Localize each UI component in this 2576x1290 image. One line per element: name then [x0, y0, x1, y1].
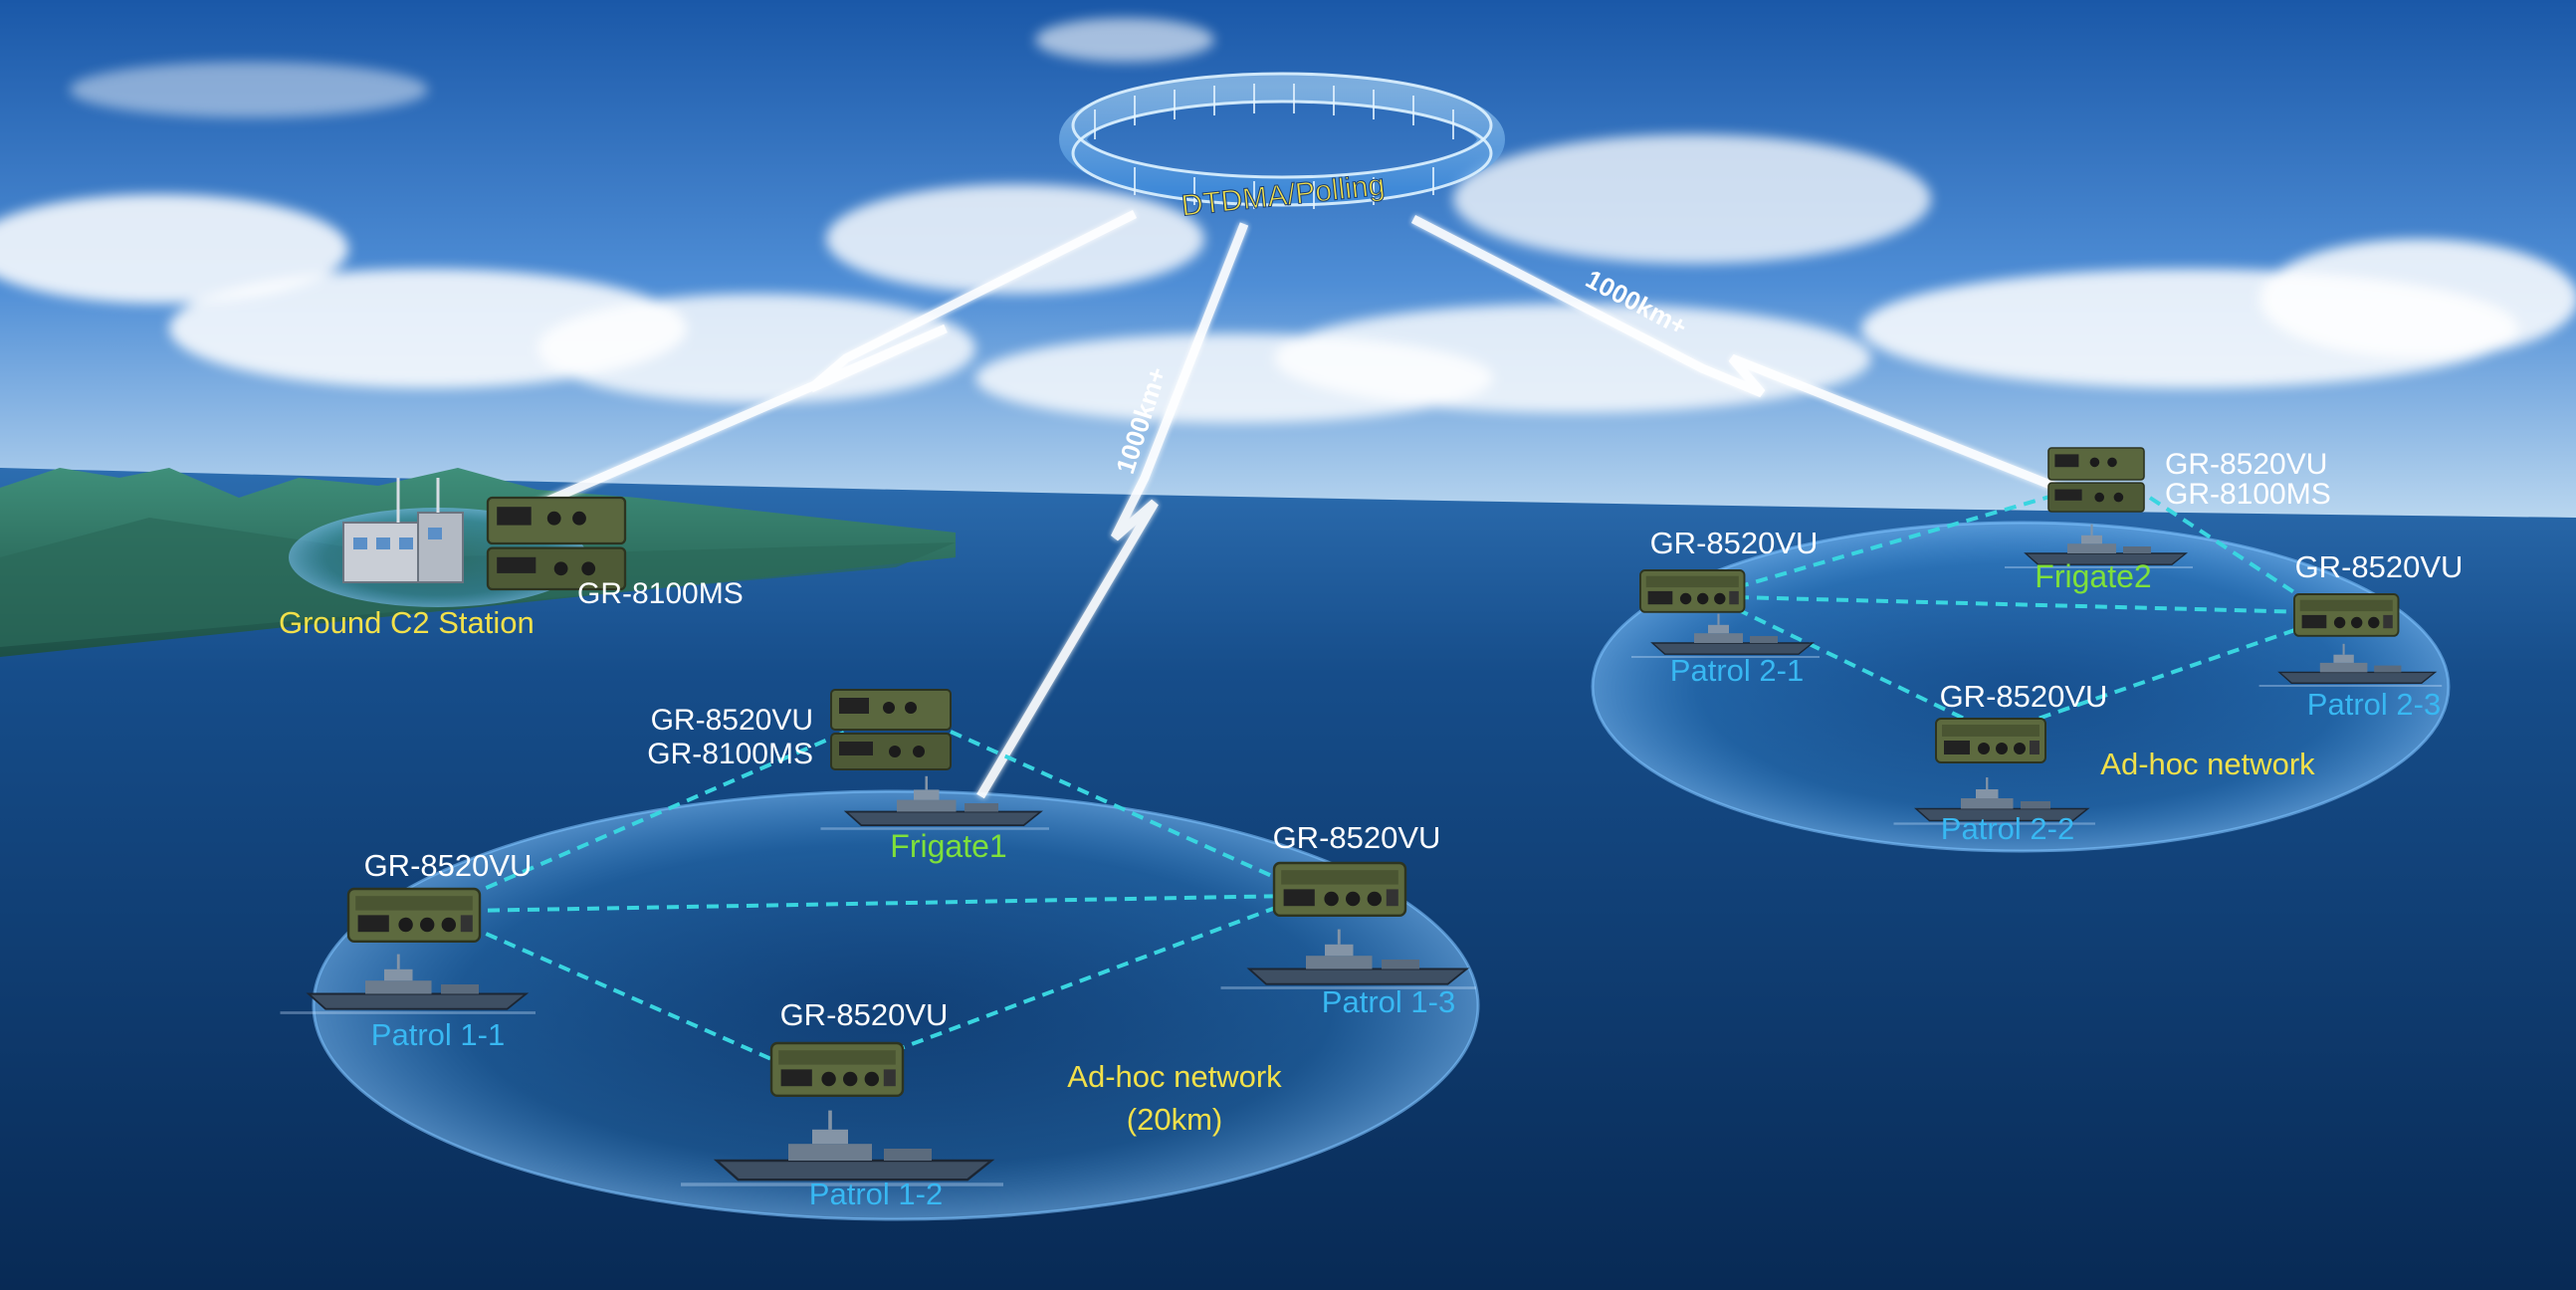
patrol-2-1-name: Patrol 2-1 [1670, 653, 1804, 688]
ground-station: GR-8100MS Ground C2 Station [279, 478, 744, 640]
adhoc-zone-2 [1591, 521, 2451, 853]
patrol-2-3: GR-8520VU Patrol 2-3 [2257, 549, 2464, 722]
clouds [0, 18, 2576, 423]
frigate1: GR-8520VU GR-8100MS Frigate1 [647, 689, 1051, 864]
patrol-2-3-model: GR-8520VU [2295, 549, 2464, 584]
building-icon [342, 478, 464, 583]
patrol-2-1: GR-8520VU Patrol 2-1 [1629, 526, 1822, 688]
link-frigate1 [976, 222, 1249, 799]
mesh-links-2 [1736, 489, 2311, 729]
link-frigate2 [1410, 215, 2072, 498]
patrol-2-3-name: Patrol 2-3 [2307, 687, 2441, 722]
frigate2-model-2: GR-8100MS [2165, 478, 2331, 511]
patrol-2-2-name: Patrol 2-2 [1941, 811, 2074, 846]
radio-unit-icon [2047, 447, 2145, 513]
patrol-1-3-name: Patrol 1-3 [1322, 984, 1455, 1019]
patrol-2-2: GR-8520VU Patrol 2-2 [1892, 679, 2108, 846]
ground-model: GR-8100MS [577, 577, 744, 610]
patrol-1-1: GR-8520VU Patrol 1-1 [279, 848, 537, 1052]
frigate2: GR-8520VU GR-8100MS Frigate2 [2003, 447, 2331, 594]
radio-unit-icon [1639, 569, 1746, 613]
patrol-2-2-model: GR-8520VU [1940, 679, 2108, 714]
radio-unit-icon [1272, 861, 1407, 917]
patrol-2-1-model: GR-8520VU [1650, 526, 1819, 560]
radio-unit-icon [1935, 718, 2046, 763]
frigate1-model-2: GR-8100MS [647, 738, 813, 770]
patrol-1-3-model: GR-8520VU [1273, 820, 1441, 855]
network1-label-1: Ad-hoc network [1067, 1059, 1282, 1094]
long-haul-links [496, 209, 2072, 799]
frigate1-name: Frigate1 [890, 828, 1006, 864]
radio-unit-icon [830, 689, 952, 770]
link-ground [496, 209, 1138, 528]
patrol-1-2-name: Patrol 1-2 [809, 1177, 943, 1211]
network1-label-2: (20km) [1127, 1102, 1222, 1137]
mesh-links-1 [467, 730, 1295, 1072]
patrol-1-2: GR-8520VU Patrol 1-2 [679, 997, 1005, 1211]
radio-unit-icon [769, 1041, 905, 1098]
patrol-1-2-model: GR-8520VU [780, 997, 949, 1032]
radio-unit-icon [2293, 593, 2400, 637]
frigate2-model-1: GR-8520VU [2165, 448, 2327, 481]
frigate1-model-1: GR-8520VU [651, 704, 813, 737]
frigate2-name: Frigate2 [2035, 558, 2151, 594]
patrol-1-3: GR-8520VU Patrol 1-3 [1219, 820, 1478, 1019]
patrol-1-1-model: GR-8520VU [364, 848, 533, 883]
radio-unit-icon [486, 496, 627, 591]
network2-label: Ad-hoc network [2100, 747, 2315, 781]
radio-unit-icon [346, 887, 482, 943]
patrol-1-1-name: Patrol 1-1 [371, 1017, 505, 1052]
ground-name: Ground C2 Station [279, 605, 535, 640]
